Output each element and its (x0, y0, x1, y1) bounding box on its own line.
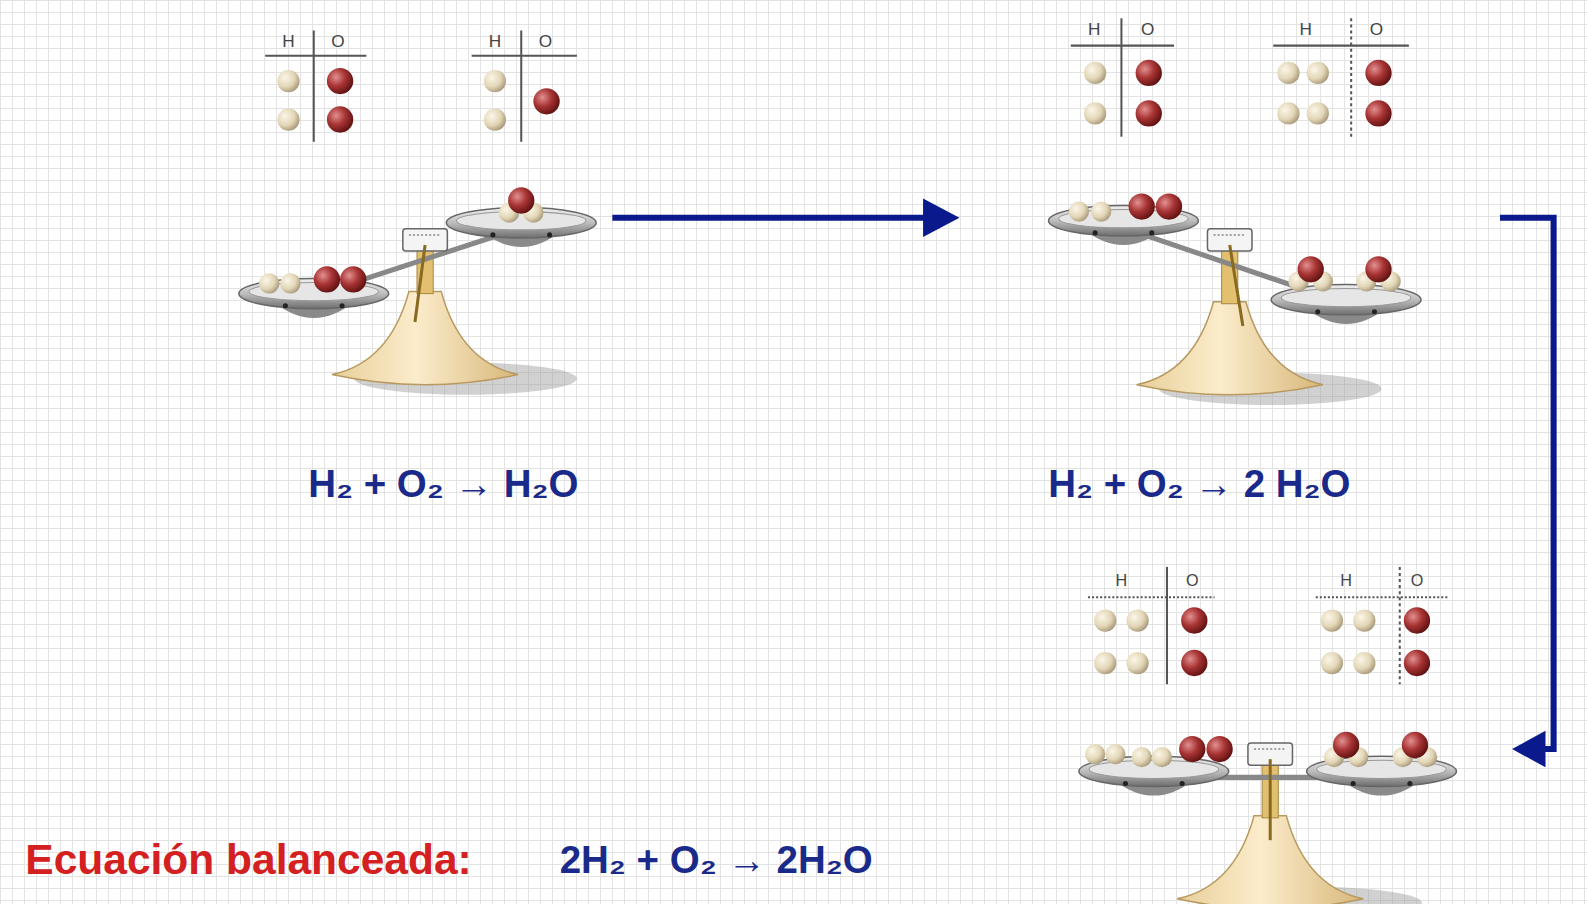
table-header: H (282, 32, 294, 52)
table-header: H (1299, 20, 1311, 40)
chemical-equation: H₂ + O₂ → H₂O (308, 462, 578, 506)
table-header: O (1141, 20, 1154, 40)
flow-arrow (612, 198, 959, 236)
table-header: O (1186, 571, 1199, 590)
table-header: H (1116, 571, 1128, 590)
table-header: H (1340, 571, 1352, 590)
chemical-equation: H₂ + O₂ → 2 H₂O (1048, 462, 1350, 506)
flow-arrow (1500, 218, 1554, 768)
table-header: O (331, 32, 344, 52)
table-header: O (539, 32, 552, 52)
table-header: O (1411, 571, 1424, 590)
table-header: O (1370, 20, 1383, 40)
chemical-equation: 2H₂ + O₂ → 2H₂O (560, 838, 873, 882)
table-header: H (489, 32, 501, 52)
balanced-label: Ecuación balanceada: (25, 836, 471, 885)
table-header: H (1088, 20, 1100, 40)
